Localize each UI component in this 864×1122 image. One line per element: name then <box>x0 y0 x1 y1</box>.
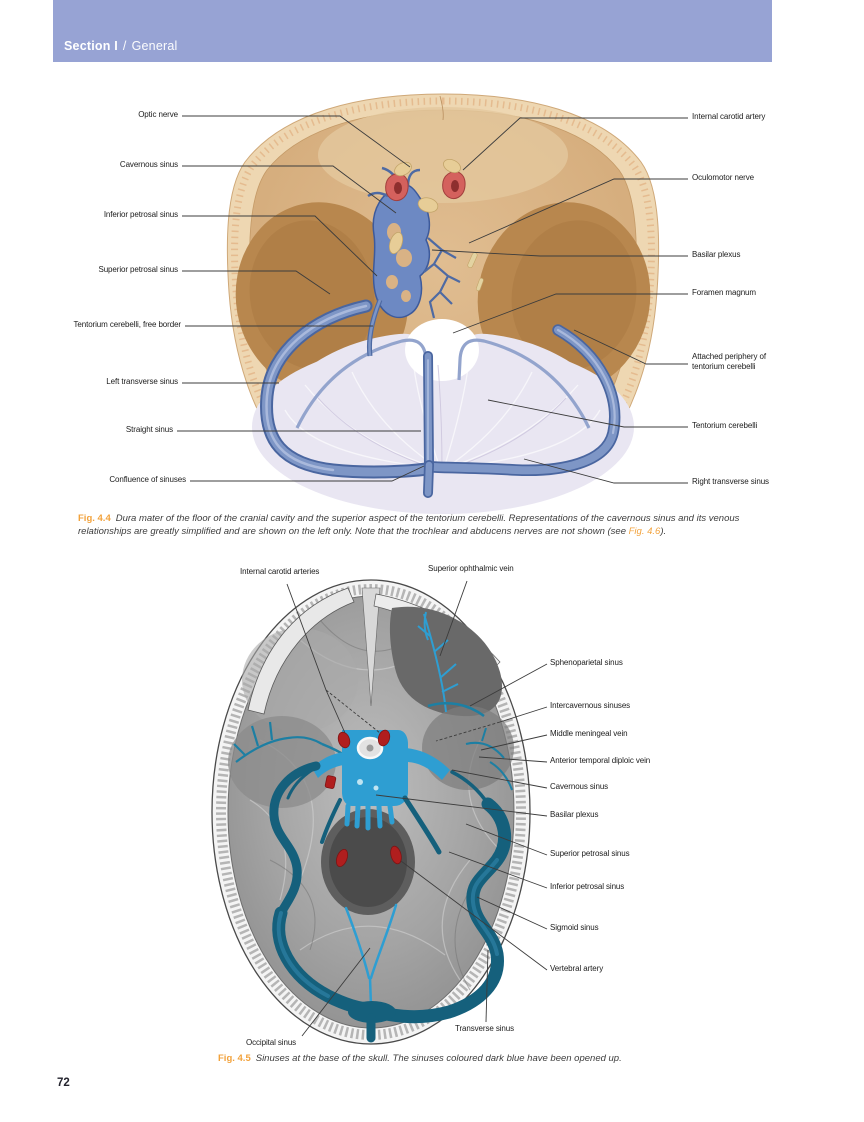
label-middle-meningeal-vein: Middle meningeal vein <box>550 729 628 738</box>
label-tentorium-free-border: Tentorium cerebelli, free border <box>73 320 181 329</box>
label-anterior-temporal-diploic-vein: Anterior temporal diploic vein <box>550 756 651 765</box>
label-foramen-magnum: Foramen magnum <box>692 288 756 297</box>
label-inferior-petrosal-sinus-45: Inferior petrosal sinus <box>550 882 625 891</box>
label-basilar-plexus: Basilar plexus <box>692 250 741 259</box>
label-confluence-of-sinuses: Confluence of sinuses <box>109 475 186 484</box>
page-number: 72 <box>57 1077 70 1089</box>
label-right-transverse-sinus: Right transverse sinus <box>692 477 769 486</box>
label-attached-periphery: Attached periphery of tentorium cerebell… <box>692 352 766 371</box>
label-sigmoid-sinus: Sigmoid sinus <box>550 923 599 932</box>
label-superior-ophthalmic-vein: Superior ophthalmic vein <box>428 564 514 573</box>
label-inferior-petrosal-sinus: Inferior petrosal sinus <box>103 210 178 219</box>
label-internal-carotid-arteries: Internal carotid arteries <box>240 567 320 576</box>
label-left-transverse-sinus: Left transverse sinus <box>106 377 178 386</box>
label-straight-sinus: Straight sinus <box>125 425 173 434</box>
section-separator: / <box>122 39 127 53</box>
label-sphenoparietal-sinus: Sphenoparietal sinus <box>550 658 623 667</box>
label-superior-petrosal-sinus-45: Superior petrosal sinus <box>550 849 630 858</box>
label-tentorium-cerebelli: Tentorium cerebelli <box>692 421 758 430</box>
label-occipital-sinus: Occipital sinus <box>246 1038 297 1047</box>
fig-4-4-caption-number: Fig. 4.4 <box>78 513 111 524</box>
fig-4-4-illustration <box>226 93 660 514</box>
fig-4-5-leader-lines <box>286 580 548 1037</box>
fig-4-5-illustration <box>211 579 531 1045</box>
fig-4-6-reference: Fig. 4.6 <box>628 526 661 538</box>
label-basilar-plexus-45: Basilar plexus <box>550 810 599 819</box>
label-superior-petrosal-sinus: Superior petrosal sinus <box>98 265 178 274</box>
fig-4-4-caption-text: Dura mater of the floor of the cranial c… <box>78 513 740 538</box>
section-subtitle: General <box>131 39 178 53</box>
label-vertebral-artery: Vertebral artery <box>550 964 604 973</box>
fig-4-4-caption-end: ). <box>660 526 667 538</box>
section-title: Section I <box>64 39 118 53</box>
fig-4-5-caption-text: Sinuses at the base of the skull. The si… <box>255 1053 622 1064</box>
label-transverse-sinus: Transverse sinus <box>455 1024 515 1033</box>
section-header-banner: Section I / General <box>53 0 772 62</box>
label-oculomotor-nerve: Oculomotor nerve <box>692 173 754 182</box>
label-intercavernous-sinuses: Intercavernous sinuses <box>550 701 631 710</box>
label-internal-carotid-artery: Internal carotid artery <box>692 112 766 121</box>
fig-4-5-caption: Fig. 4.5 Sinuses at the base of the skull… <box>218 1052 698 1065</box>
label-cavernous-sinus: Cavernous sinus <box>119 160 178 169</box>
label-optic-nerve: Optic nerve <box>138 110 178 119</box>
label-cavernous-sinus-45: Cavernous sinus <box>550 782 609 791</box>
fig-4-4-leader-lines <box>177 115 688 484</box>
fig-4-5-caption-number: Fig. 4.5 <box>218 1053 251 1064</box>
